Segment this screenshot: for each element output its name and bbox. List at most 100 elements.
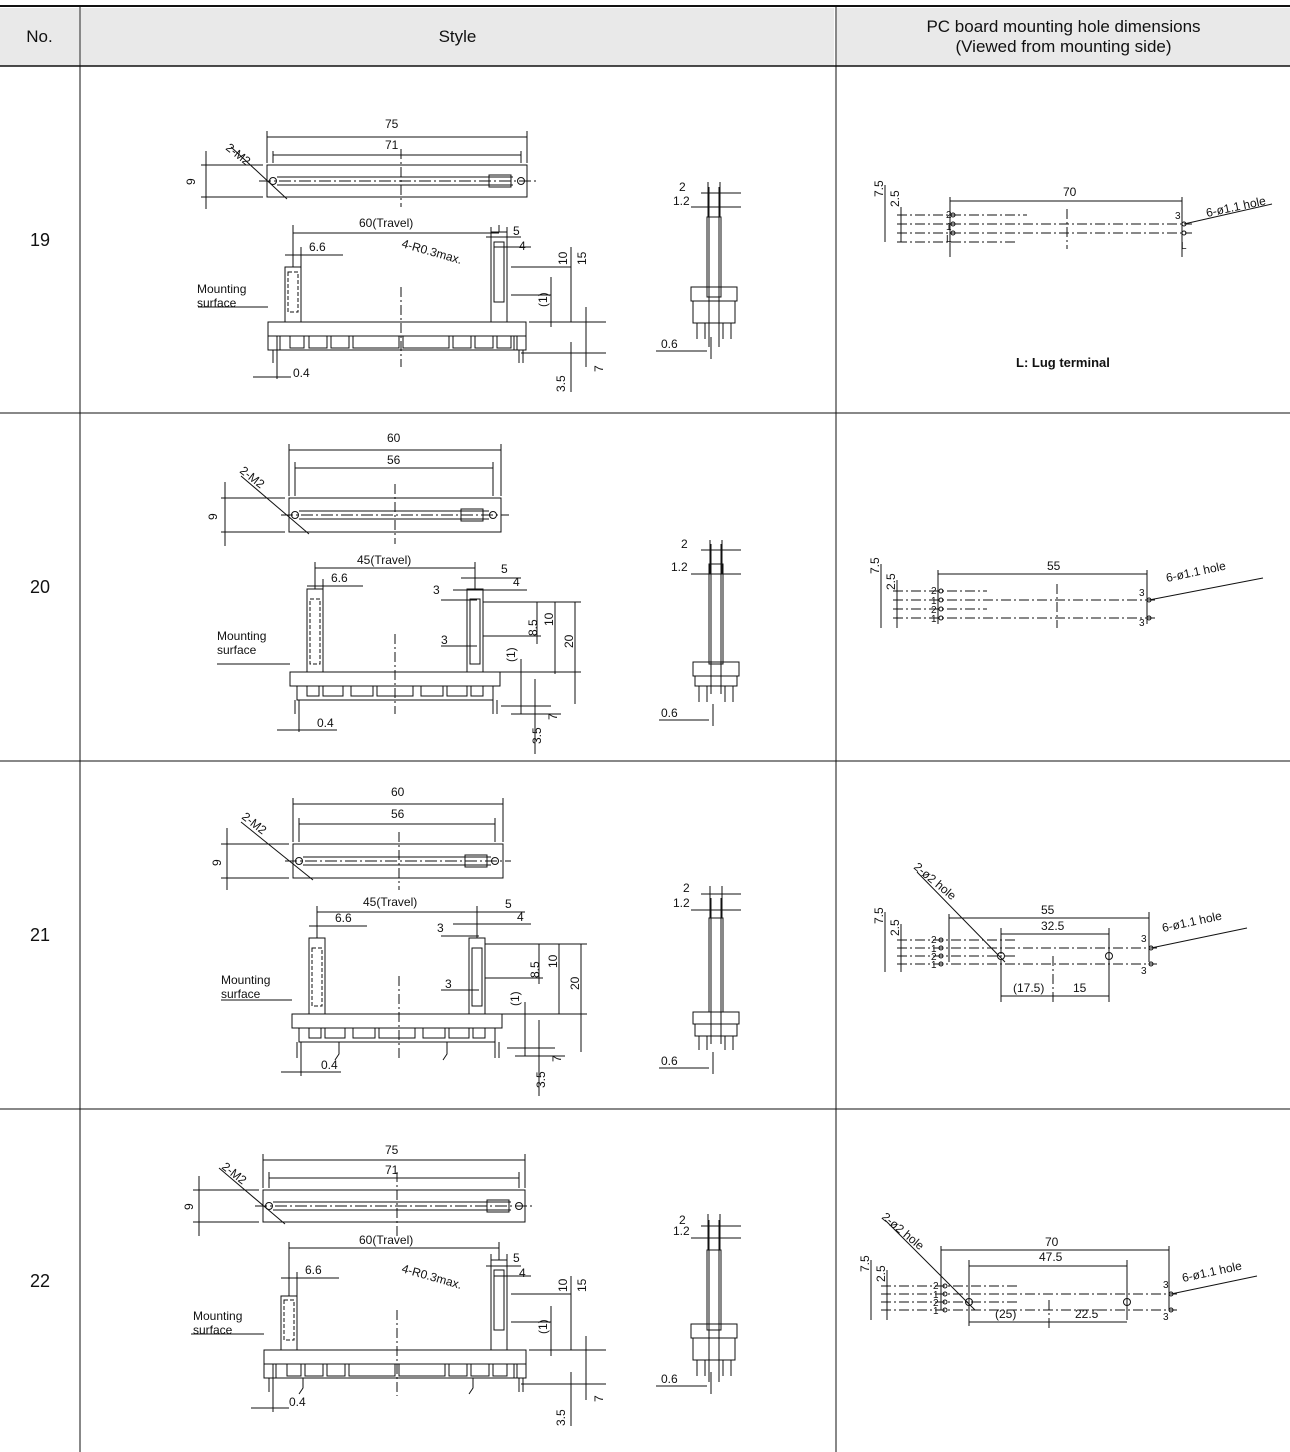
dim-h1: 8.5 <box>526 619 540 636</box>
row-number: 21 <box>29 924 51 945</box>
mounting-label: surface <box>197 296 237 310</box>
style-drawing-21: 60 56 2-M2 9 45(Travel) 6.6 5 4 3 3 8.5 … <box>210 785 741 1096</box>
dim-side-pin: 0.6 <box>661 1372 678 1386</box>
dim-side-inner: 1.2 <box>673 1224 690 1238</box>
dim-h1: 10 <box>556 1278 570 1292</box>
dim-step-a: 3 <box>433 583 440 597</box>
pcb-row-spacing: 7.5 <box>868 557 882 574</box>
dim-slot-length: 56 <box>391 807 405 821</box>
dim-travel: 60(Travel) <box>359 216 413 230</box>
pcb-pin-label: 2 <box>933 1298 939 1309</box>
dim-h4: (1) <box>508 991 522 1006</box>
dim-width: 9 <box>210 859 224 866</box>
mounting-label: Mounting <box>197 282 246 296</box>
mounting-label: surface <box>217 643 257 657</box>
pcb-big-hole-note: 2-ø2 hole <box>879 1210 927 1254</box>
dim-side-inner: 1.2 <box>671 560 688 574</box>
pcb-inner-spacing: 2.5 <box>888 190 902 207</box>
dim-step-a: 3 <box>437 921 444 935</box>
dim-pin-len2: 7 <box>592 1395 606 1402</box>
dim-pin-len: 3.5 <box>530 727 544 744</box>
dim-h2: 15 <box>575 251 589 265</box>
dim-h3: 20 <box>562 634 576 648</box>
pcb-total: 55 <box>1047 559 1061 573</box>
pcb-inner-spacing: 2.5 <box>888 919 902 936</box>
dim-side-pin: 0.6 <box>661 337 678 351</box>
mounting-label: Mounting <box>193 1309 242 1323</box>
dim-knob-inner: 4 <box>519 239 526 253</box>
dim-h1: 8.5 <box>528 961 542 978</box>
dim-overall-length: 75 <box>385 117 399 131</box>
pcb-pin-label: 1 <box>931 944 937 955</box>
dim-radius-note: 4-R0.3max. <box>400 1261 463 1292</box>
dim-pin-offset: 0.4 <box>289 1395 306 1409</box>
pcb-pin-label: 3 <box>1141 934 1147 945</box>
pcb-total: 70 <box>1063 185 1077 199</box>
dim-side-pin: 0.6 <box>661 706 678 720</box>
pcb-hole-note: 6-ø1.1 hole <box>1205 194 1268 220</box>
pcb-pin-label: 1 <box>931 614 937 625</box>
row-number: 19 <box>29 229 51 250</box>
pcb-pin-label: 2 <box>931 605 937 616</box>
header-pcb: PC board mounting hole dimensions (Viewe… <box>837 8 1290 66</box>
pcb-pin-label: 1 <box>933 1290 939 1301</box>
pcb-mid: 47.5 <box>1039 1250 1063 1264</box>
mounting-label: Mounting <box>217 629 266 643</box>
pcb-inner-spacing: 2.5 <box>884 573 898 590</box>
dim-knob-offset: 6.6 <box>309 240 326 254</box>
dim-pin-len2: 7 <box>550 1055 564 1062</box>
pcb-row-spacing: 7.5 <box>872 907 886 924</box>
dim-width: 9 <box>206 513 220 520</box>
pcb-bottom-left: (25) <box>995 1307 1016 1321</box>
dim-pin-len2: 7 <box>592 365 606 372</box>
dim-knob-offset: 6.6 <box>331 571 348 585</box>
header-no-label: No. <box>26 27 53 46</box>
pcb-row-spacing: 7.5 <box>858 1255 872 1272</box>
dim-h3: (1) <box>536 292 550 307</box>
pcb-big-hole-note: 2-ø2 hole <box>911 860 959 904</box>
dim-slot-length: 71 <box>385 1163 399 1177</box>
header-style-label: Style <box>438 27 477 46</box>
pcb-drawing-19: 70 7.5 2.5 6-ø1.1 hole 2 1 L 3 L <box>872 180 1273 257</box>
dim-side-inner: 1.2 <box>673 194 690 208</box>
dim-travel: 45(Travel) <box>357 553 411 567</box>
pcb-pin-label: 1 <box>931 596 937 607</box>
mounting-label: surface <box>221 987 261 1001</box>
dim-pin-len: 3.5 <box>554 375 568 392</box>
dim-h2: 15 <box>575 1278 589 1292</box>
dim-pin-offset: 0.4 <box>317 716 334 730</box>
pcb-pin-label: 3 <box>1163 1312 1169 1323</box>
dim-knob-w: 5 <box>513 224 520 238</box>
header-pcb-label-2: (Viewed from mounting side) <box>955 37 1172 56</box>
dim-knob-inner: 4 <box>517 910 524 924</box>
dim-overall-length: 75 <box>385 1143 399 1157</box>
pcb-hole-note: 6-ø1.1 hole <box>1161 909 1224 935</box>
pcb-pin-label: 3 <box>1141 966 1147 977</box>
pcb-total: 55 <box>1041 903 1055 917</box>
dim-side-w: 2 <box>679 180 686 194</box>
dim-knob-offset: 6.6 <box>305 1263 322 1277</box>
header-no: No. <box>0 8 79 66</box>
dim-h2: 10 <box>546 954 560 968</box>
pcb-pin-label: 2 <box>933 1281 939 1292</box>
dim-travel: 60(Travel) <box>359 1233 413 1247</box>
dim-width: 9 <box>182 1203 196 1210</box>
row-number: 20 <box>29 576 51 597</box>
pcb-pin-label: 1 <box>946 222 952 233</box>
header-pcb-label-1: PC board mounting hole dimensions <box>926 17 1201 36</box>
dim-h2: 10 <box>542 612 556 626</box>
dim-knob-w: 5 <box>505 897 512 911</box>
pcb-pin-label: 3 <box>1139 618 1145 629</box>
dim-pin-len: 3.5 <box>534 1071 548 1088</box>
pcb-pin-label: 2 <box>946 210 952 221</box>
style-drawing-20: 60 56 2-M2 9 45(Travel) 6.6 5 4 3 3 8.5 … <box>206 431 741 754</box>
pcb-pin-label: 2 <box>931 935 937 946</box>
dim-knob-w: 5 <box>513 1251 520 1265</box>
pcb-pin-label: 2 <box>931 586 937 597</box>
dim-side-w: 2 <box>679 1213 686 1227</box>
pcb-pin-label: 2 <box>931 952 937 963</box>
dim-screw: 2-M2 <box>237 463 267 491</box>
dim-width: 9 <box>184 178 198 185</box>
pcb-drawing-21: 2-ø2 hole 55 32.5 7.5 2.5 6-ø1.1 hole (1… <box>872 860 1248 1002</box>
pcb-row-spacing: 7.5 <box>872 180 886 197</box>
